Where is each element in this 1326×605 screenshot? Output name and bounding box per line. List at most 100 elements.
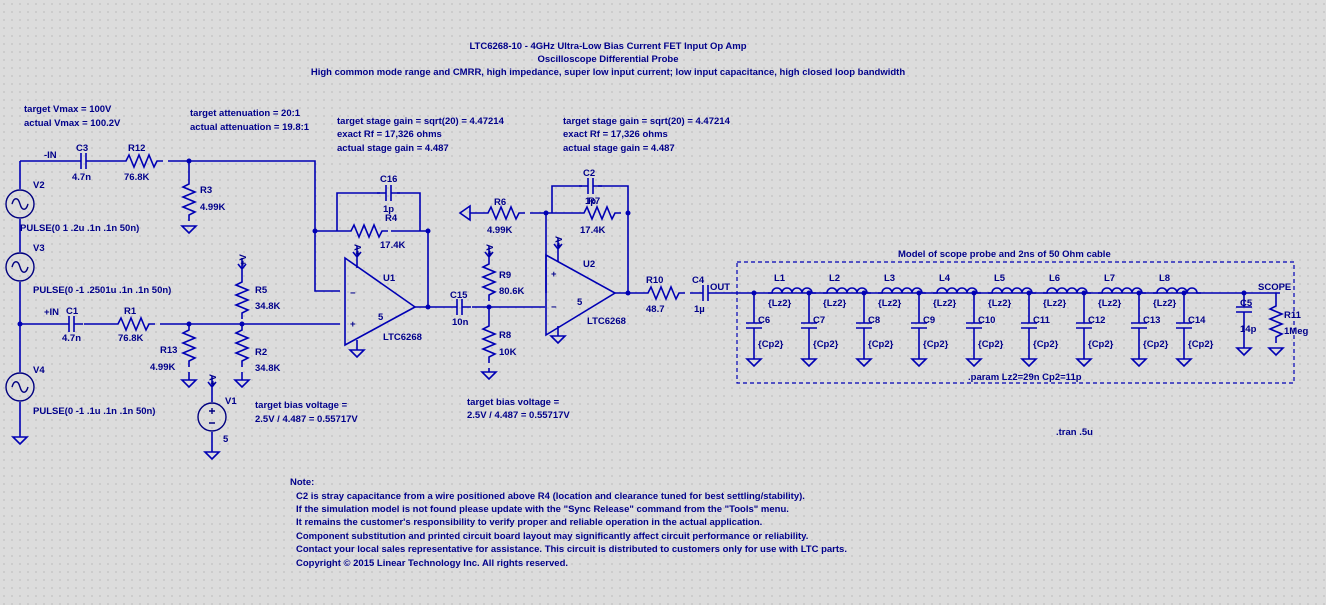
- out-net-label: OUT: [710, 282, 730, 293]
- r11-value: 1Meg: [1284, 326, 1308, 337]
- resistor-r6: [481, 206, 526, 220]
- inductor-ref: L5: [994, 273, 1006, 284]
- wire: [1021, 293, 1037, 359]
- note-block: Note: C2 is stray capacitance from a wir…: [290, 477, 847, 569]
- ground-symbol: [1020, 358, 1038, 368]
- r5-value: 34.8K: [255, 301, 280, 312]
- shunt-capacitor: [1130, 290, 1148, 368]
- opamp-u1: [344, 256, 417, 347]
- r1-ref: R1: [124, 306, 137, 317]
- shunt-capacitor: [1020, 290, 1038, 368]
- note-line: Contact your local sales representative …: [296, 544, 847, 555]
- inductor-ref: L4: [939, 273, 951, 284]
- inductor-value: {Lz2}: [1043, 298, 1067, 309]
- stage1-rf: exact Rf = 17,326 ohms: [337, 129, 442, 140]
- wire: [856, 293, 872, 359]
- v4-ref: V4: [33, 365, 45, 376]
- ground-symbol: [800, 358, 818, 368]
- shunt-capacitor: [910, 290, 928, 368]
- r12-value: 76.8K: [124, 172, 149, 183]
- shunt-capacitor: [855, 290, 873, 368]
- neg-input-wire: [20, 160, 340, 292]
- capacitor-value: {Cp2}: [758, 339, 784, 350]
- note-line: Component substitution and printed circu…: [296, 531, 808, 542]
- r4-ref: R4: [385, 213, 398, 224]
- note-heading: Note:: [290, 477, 314, 488]
- r8-ref: R8: [499, 330, 511, 341]
- bias1-label-a: target bias voltage =: [255, 400, 348, 411]
- r4-value: 17.4K: [380, 240, 405, 251]
- capacitor-value: {Cp2}: [813, 339, 839, 350]
- shunt-capacitor: [800, 290, 818, 368]
- resistor-r8: [482, 319, 496, 364]
- ground-symbol: [181, 379, 197, 388]
- u2-value: LTC6268: [587, 316, 626, 327]
- c3-value: 4.7n: [72, 172, 91, 183]
- resistor-r10: [641, 286, 686, 300]
- r7-value: 17.4K: [580, 225, 605, 236]
- supply-label: +V: [238, 253, 249, 266]
- opamp-u1-plus: +: [350, 319, 356, 330]
- supply-label: +V: [485, 243, 496, 256]
- stage2-gain-target: target stage gain = sqrt(20) = 4.47214: [563, 116, 731, 127]
- r12-ref: R12: [128, 143, 145, 154]
- shunt-capacitor: [965, 290, 983, 368]
- opamp-u1-minus: −: [350, 288, 356, 299]
- ground-symbol: [910, 358, 928, 368]
- capacitor-value: {Cp2}: [1033, 339, 1059, 350]
- r7-ref: R7: [588, 196, 600, 207]
- resistor-r1: [111, 317, 156, 331]
- bias1-label-b: 2.5V / 4.487 = 0.55717V: [255, 414, 358, 425]
- ground-symbol: [855, 358, 873, 368]
- shunt-capacitor: [1075, 290, 1093, 368]
- capacitor-c15: [447, 298, 472, 316]
- source-v1: [197, 402, 227, 432]
- ground-symbol: [1236, 347, 1252, 356]
- note-line: Copyright © 2015 Linear Technology Inc. …: [296, 558, 568, 569]
- attenuation-target-label: target attenuation = 20:1: [190, 108, 301, 119]
- ground-symbol: [204, 451, 220, 460]
- source-v2: [5, 189, 35, 219]
- opamp-u2-minus: −: [551, 302, 557, 313]
- opamp-u2: [545, 253, 617, 337]
- capacitor-ref: C8: [868, 315, 880, 326]
- r2-ref: R2: [255, 347, 267, 358]
- capacitor-ref: C14: [1188, 315, 1206, 326]
- r10-value: 48.7: [646, 304, 665, 315]
- capacitor-c16: [376, 184, 401, 202]
- r13-value: 4.99K: [150, 362, 175, 373]
- c16-value: 1p: [383, 204, 394, 215]
- resistor-r7: [577, 206, 622, 220]
- inductor-ref: L1: [774, 273, 786, 284]
- opamp-u2-plus: +: [551, 269, 557, 280]
- inductor-value: {Lz2}: [988, 298, 1012, 309]
- scope-net-label: SCOPE: [1258, 282, 1291, 293]
- source-v4: [5, 372, 35, 402]
- junction-dot: [625, 210, 631, 216]
- r2-value: 34.8K: [255, 363, 280, 374]
- wire: [1176, 293, 1192, 359]
- capacitor-ref: C7: [813, 315, 825, 326]
- wire: [1076, 293, 1092, 359]
- ground-symbol: [349, 349, 365, 358]
- ground-symbol: [1130, 358, 1148, 368]
- v1-ref: V1: [225, 396, 237, 407]
- c2-value: 1p: [585, 196, 596, 207]
- v3-value: PULSE(0 -1 .2501u .1n .1n 50n): [33, 285, 171, 296]
- ground-symbol: [1268, 347, 1284, 356]
- c4-ref: C4: [692, 275, 705, 286]
- wire: [1131, 293, 1147, 359]
- c15-value: 10n: [452, 317, 469, 328]
- v1-value: 5: [223, 434, 229, 445]
- r8-value: 10K: [499, 347, 517, 358]
- attenuation-actual-label: actual attenuation = 19.8:1: [190, 122, 310, 133]
- wire: [966, 293, 982, 359]
- shunt-capacitor: [1175, 290, 1193, 368]
- c1-value: 4.7n: [62, 333, 81, 344]
- schematic-description: High common mode range and CMRR, high im…: [311, 67, 906, 78]
- ground-symbol: [181, 225, 197, 234]
- u1-ref: U1: [383, 273, 396, 284]
- u2-feedback-wire: [546, 185, 629, 294]
